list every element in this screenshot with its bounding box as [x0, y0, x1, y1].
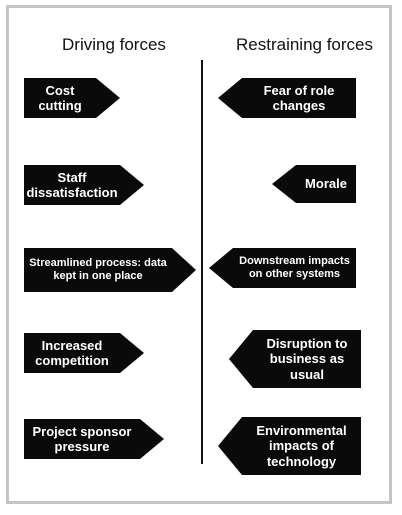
- center-divider: [201, 60, 203, 464]
- driving-force-label: Streamlined process: data kept in one pl…: [29, 257, 167, 282]
- driving-force-project-sponsor-pressure: Project sponsor pressure: [24, 419, 164, 459]
- driving-forces-title: Driving forces: [62, 35, 166, 54]
- restraining-force-label: Downstream impacts on other systems: [239, 255, 350, 280]
- driving-force-label: Project sponsor pressure: [32, 423, 132, 454]
- restraining-force-label: Morale: [305, 176, 347, 192]
- restraining-force-disruption-to-business: Disruption to business as usual: [229, 330, 361, 388]
- restraining-force-fear-of-role-changes: Fear of role changes: [218, 78, 356, 118]
- restraining-force-label: Disruption to business as usual: [266, 336, 348, 382]
- driving-force-increased-competition: Increased competition: [24, 333, 144, 373]
- restraining-force-downstream-impacts: Downstream impacts on other systems: [209, 248, 356, 288]
- driving-force-label: Increased competition: [35, 337, 109, 368]
- restraining-force-label: Environmental impacts of technology: [256, 423, 347, 469]
- restraining-forces-title: Restraining forces: [236, 35, 374, 54]
- driving-force-label: Cost cutting: [38, 82, 82, 113]
- driving-force-staff-dissatisfaction: Staff dissatisfaction: [24, 165, 144, 205]
- driving-force-streamlined-process: Streamlined process: data kept in one pl…: [24, 248, 196, 292]
- driving-force-label: Staff dissatisfaction: [26, 169, 118, 200]
- restraining-force-environmental-impacts: Environmental impacts of technology: [218, 417, 361, 475]
- restraining-force-label: Fear of role changes: [263, 82, 335, 113]
